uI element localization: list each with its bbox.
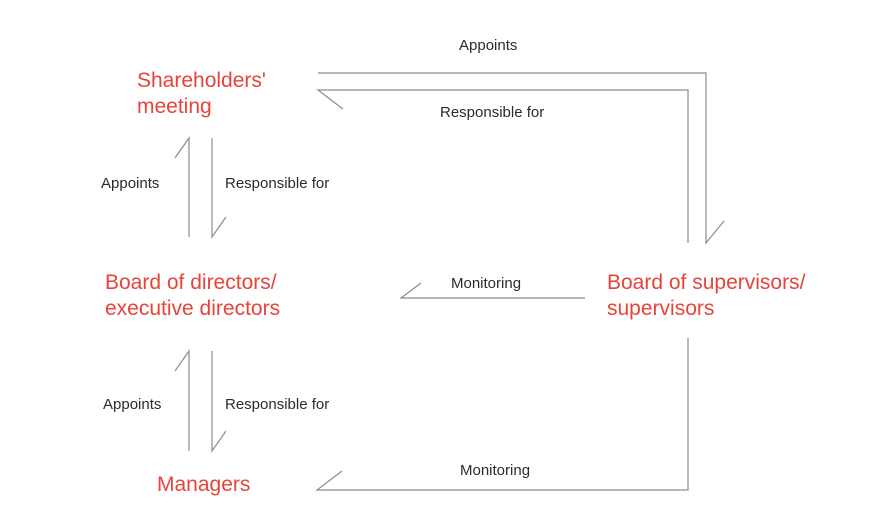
arrow-shareholders-responsible-board [211,138,227,239]
label-responsible-shareholders: Responsible for [440,104,545,121]
node-board-supervisors-line2: supervisors [607,297,715,320]
arrow-board-responsible-managers [211,351,227,453]
arrow-supervisors-responsible-shareholders [316,89,689,243]
arrow-board-appoints-shareholders [174,136,190,237]
label-appoints-managers: Appoints [103,396,162,413]
arrow-managers-appoints-board [174,349,190,451]
node-managers: Managers [157,472,250,498]
label-responsible-managers: Responsible for [225,396,330,413]
node-board-supervisors-line1: Board of supervisors/ [607,271,806,294]
node-shareholders-line2: meeting [137,95,212,118]
node-shareholders-line1: Shareholders' [137,69,266,92]
node-board-of-supervisors: Board of supervisors/ supervisors [607,270,805,322]
node-board-directors-line1: Board of directors/ [105,271,277,294]
label-appoints-supervisors: Appoints [459,37,518,54]
node-board-of-directors: Board of directors/ executive directors [105,270,280,322]
arrow-supervisors-monitoring-managers [315,338,689,491]
arrow-shareholders-appoints-supervisors [318,72,725,245]
label-responsible-board-to-shareholders: Responsible for [225,175,330,192]
label-monitoring-board: Monitoring [451,275,522,292]
label-appoints-board: Appoints [101,175,160,192]
label-monitoring-managers: Monitoring [460,462,531,479]
node-managers-line1: Managers [157,473,251,496]
arrow-supervisors-monitoring-board [399,282,585,299]
node-board-directors-line2: executive directors [105,297,281,320]
node-shareholders-meeting: Shareholders' meeting [137,68,266,120]
